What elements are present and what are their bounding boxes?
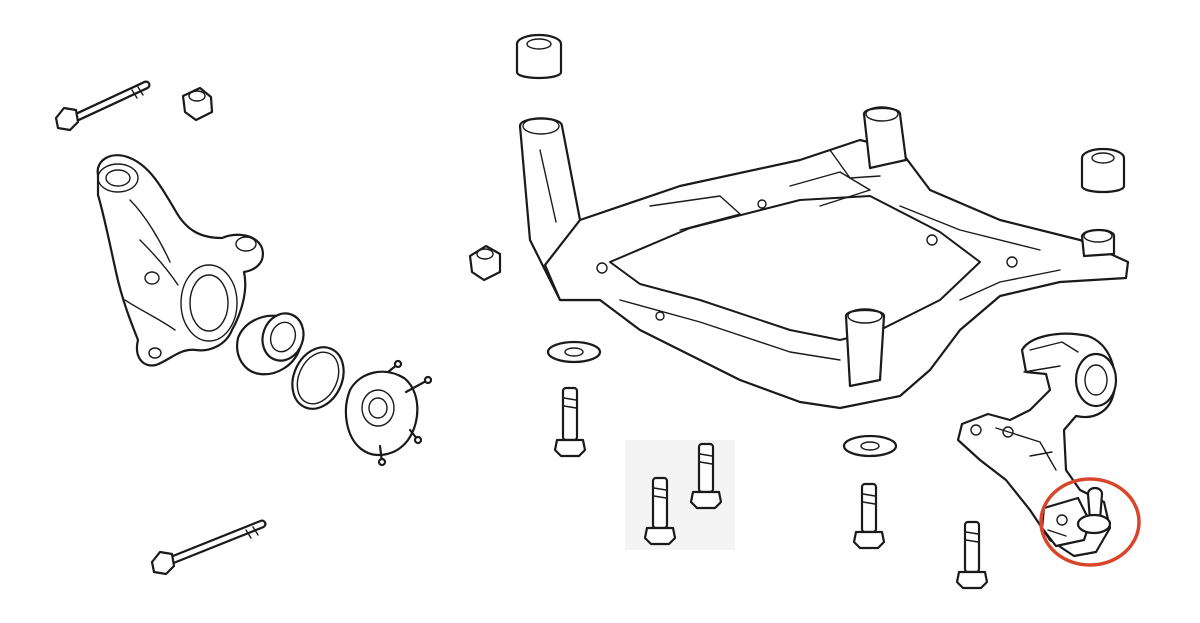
subframe-bushing-top: [515, 33, 563, 80]
snap-ring: [291, 346, 345, 410]
lower-control-arm: [956, 332, 1118, 558]
washer-left: [546, 340, 602, 364]
ball-joint-highlight: [1039, 477, 1141, 567]
subframe-bushing-right: [1080, 147, 1126, 194]
long-bolt-upper: [54, 80, 151, 132]
vertical-bolt-5: [955, 520, 989, 590]
vertical-bolt-1: [553, 386, 587, 458]
front-subframe: [518, 106, 1130, 410]
vertical-bolt-3: [643, 476, 677, 546]
flange-nut-middle: [468, 244, 502, 282]
vertical-bolt-4: [852, 482, 886, 550]
washer-center: [842, 434, 898, 458]
wheel-hub: [344, 359, 433, 467]
vertical-bolt-2: [689, 442, 723, 510]
flange-nut-upper: [181, 86, 214, 122]
long-bolt-lower: [150, 519, 267, 576]
wheel-bearing: [236, 312, 305, 376]
steering-knuckle: [96, 154, 264, 367]
